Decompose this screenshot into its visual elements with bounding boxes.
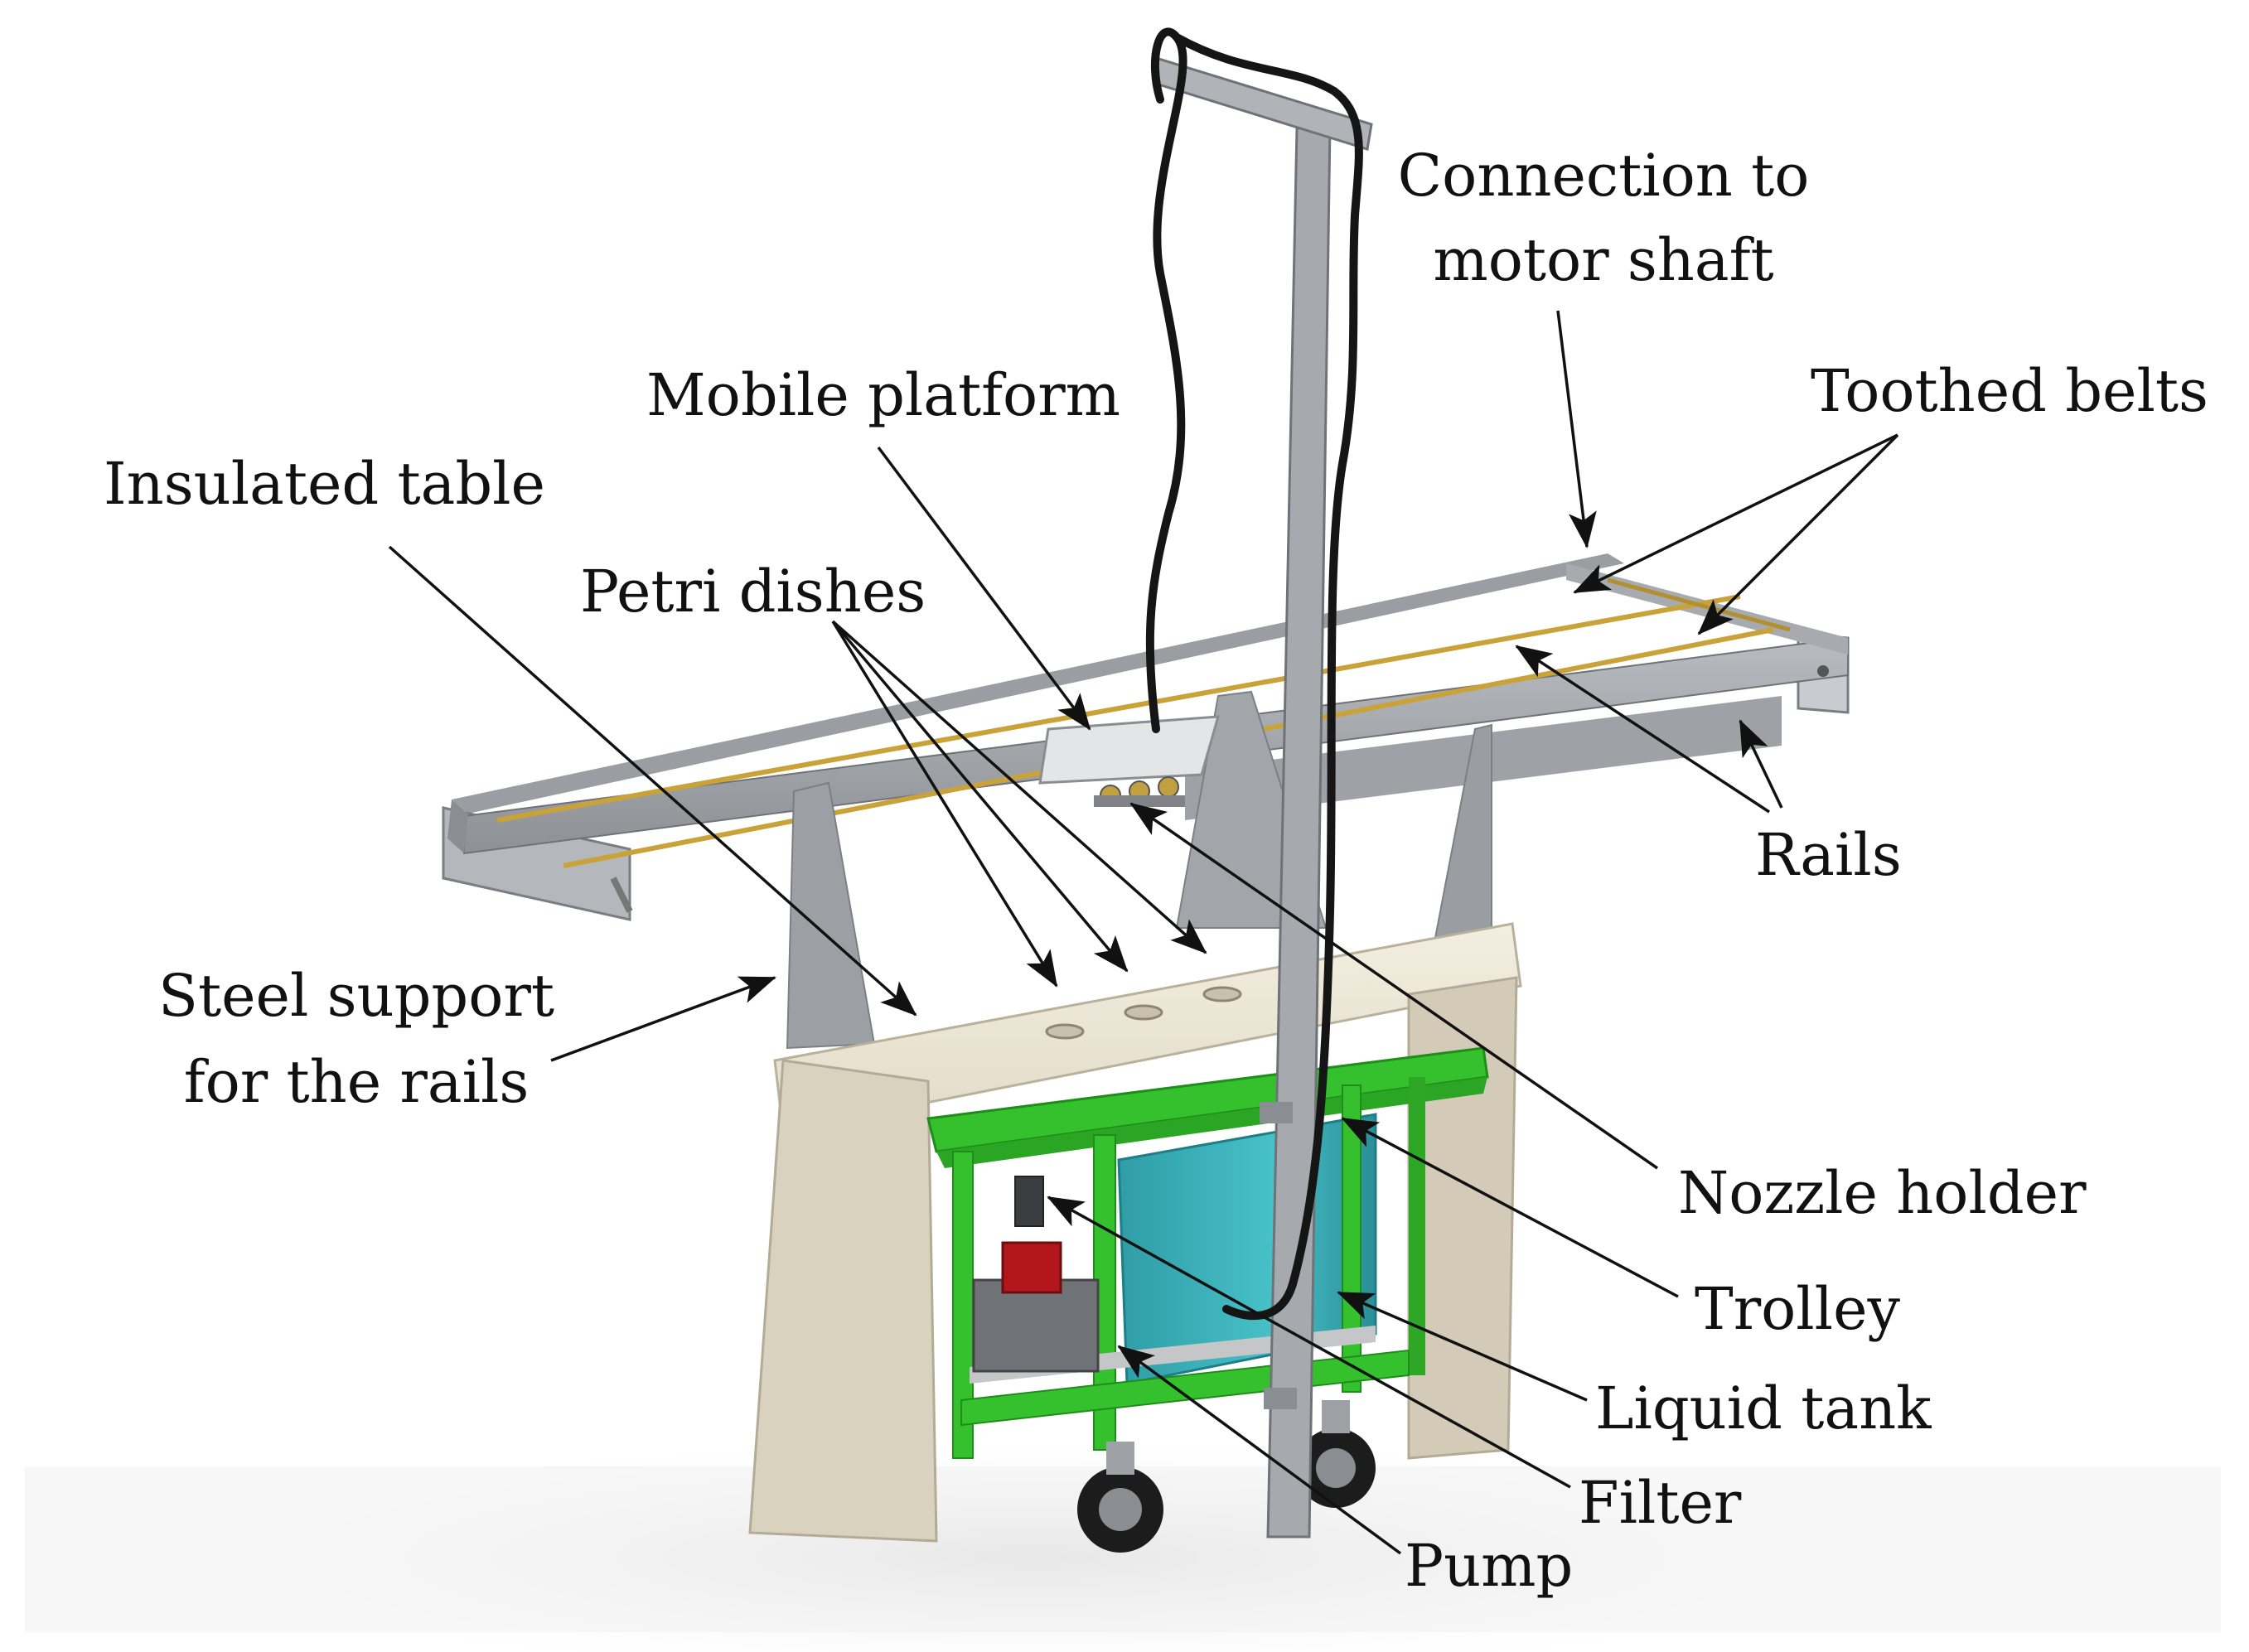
label-pump: Pump xyxy=(1405,1532,1574,1600)
arrow-connection xyxy=(1556,310,1597,548)
arrow-petri-2 xyxy=(831,620,1129,973)
label-connection-line2: motor shaft xyxy=(1433,226,1774,294)
label-trolley: Trolley xyxy=(1695,1275,1901,1343)
arrow-toothed-belt-2 xyxy=(1697,433,1899,635)
label-mobile-platform: Mobile platform xyxy=(646,361,1121,429)
label-connection-line1: Connection to xyxy=(1397,142,1810,210)
label-petri-dishes: Petri dishes xyxy=(580,558,926,626)
steel-support-left xyxy=(786,781,876,1050)
toothed-belt-back xyxy=(496,594,1741,823)
label-nozzle-holder: Nozzle holder xyxy=(1678,1159,2087,1227)
petri-dish-1 xyxy=(1045,1023,1085,1040)
petri-dish-2 xyxy=(1124,1004,1163,1021)
arrow-petri-3 xyxy=(831,620,1207,954)
trolley-post-4 xyxy=(1409,1077,1425,1375)
arrow-petri-1 xyxy=(831,621,1058,988)
arrow-liquid-tank xyxy=(1337,1291,1588,1402)
table-left-block xyxy=(748,1059,938,1543)
label-steel-support-line1: Steel support xyxy=(158,962,554,1030)
hose xyxy=(1145,27,1363,1321)
arrow-nozzle-holder xyxy=(1129,802,1658,1170)
label-steel-support-line2: for the rails xyxy=(183,1048,530,1116)
arrow-toothed-belt-1 xyxy=(1573,433,1898,594)
petri-dish-3 xyxy=(1202,986,1242,1002)
arrow-rails-2 xyxy=(1739,719,1783,809)
arrow-pump xyxy=(1117,1345,1402,1555)
trolley-post-3 xyxy=(1342,1084,1361,1393)
belt-shaft xyxy=(1607,577,1791,632)
arrow-filter xyxy=(1047,1196,1571,1489)
label-rails: Rails xyxy=(1755,821,1902,889)
leader-arrows xyxy=(388,310,1899,1555)
label-liquid-tank: Liquid tank xyxy=(1595,1374,1932,1442)
left-cross xyxy=(447,799,468,853)
mobile-platform xyxy=(1038,715,1221,807)
label-filter: Filter xyxy=(1579,1469,1742,1537)
insulated-table xyxy=(748,922,1522,1543)
label-toothed-belts: Toothed belts xyxy=(1811,357,2208,425)
arrow-mobile-platform xyxy=(877,446,1091,731)
filter-body xyxy=(1014,1176,1044,1227)
arrow-steel-support xyxy=(550,976,776,1062)
arrow-rails-1 xyxy=(1515,645,1770,814)
arrow-trolley xyxy=(1341,1117,1679,1298)
arrow-insulated-table xyxy=(388,545,917,1017)
label-insulated-table: Insulated table xyxy=(104,450,545,518)
pump-motor xyxy=(1001,1241,1062,1294)
